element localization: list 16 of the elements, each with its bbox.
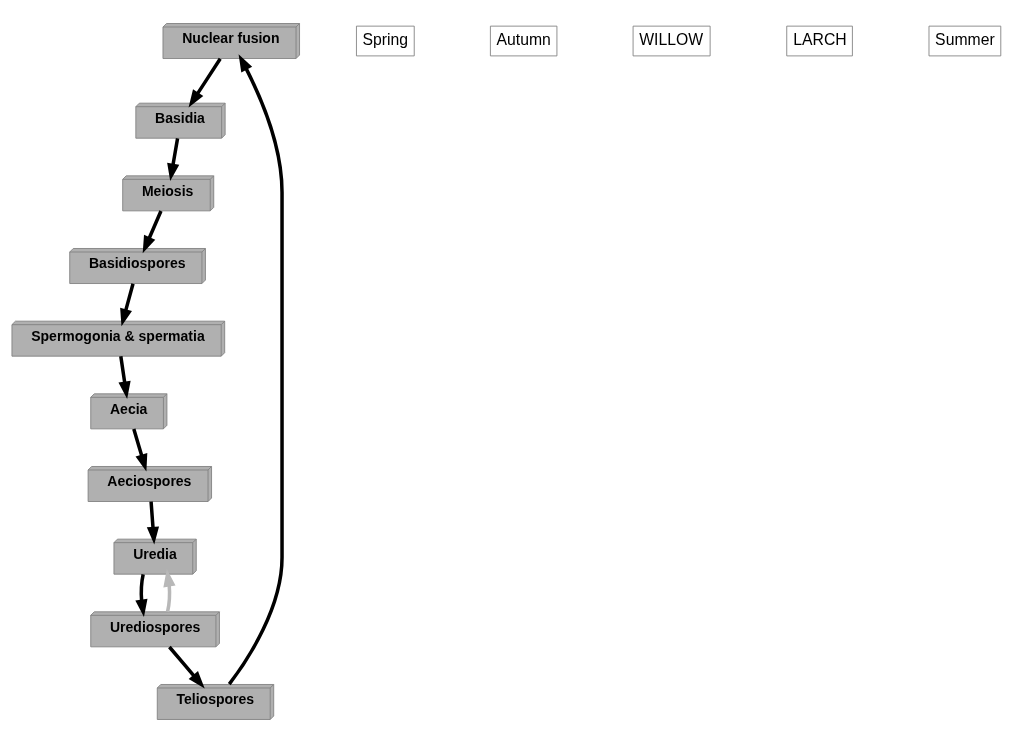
label: LARCH xyxy=(793,30,847,48)
arrow xyxy=(167,138,180,181)
arrow xyxy=(132,428,148,472)
arrow xyxy=(120,283,135,327)
arrow xyxy=(168,645,205,689)
arrow xyxy=(135,574,148,617)
label: Autumn xyxy=(496,30,551,48)
arrow xyxy=(163,569,176,613)
arrow xyxy=(118,356,131,399)
label: Spring xyxy=(362,30,409,48)
arrow xyxy=(142,210,163,254)
arrow xyxy=(227,54,284,686)
label: WILLOW xyxy=(639,30,704,48)
label: Summer xyxy=(935,30,995,48)
arrow xyxy=(188,57,222,108)
arrow xyxy=(146,501,160,545)
